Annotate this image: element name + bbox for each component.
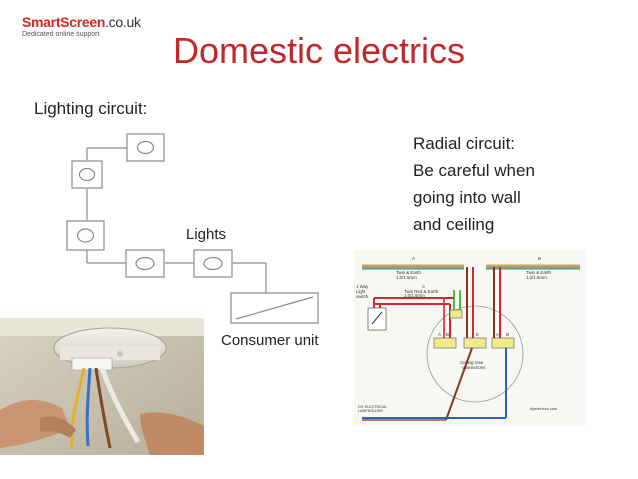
cable-b-label: Twin & Earth <box>526 270 551 275</box>
slide-title: Domestic electrics <box>172 30 466 71</box>
ceiling-rose-photo <box>0 318 204 455</box>
footer-left-1: DIY ELECTRICAL <box>358 405 387 409</box>
brand-tagline: Dedicated online support <box>22 31 100 38</box>
cable-b-size: 1.0/1.5mm <box>526 275 547 280</box>
terminal-block-icon <box>433 337 457 349</box>
terminal-letter: B <box>446 332 449 337</box>
terminal-block-icon <box>463 337 487 349</box>
note-line: and ceiling <box>413 215 495 234</box>
light-bulb-icon <box>136 140 155 155</box>
radial-circuit-note: Radial circuit: Be careful when going in… <box>413 130 535 238</box>
terminal-letter: A <box>496 332 499 337</box>
cable-a-label: Twin & Earth <box>396 270 421 275</box>
terminal-block-icon <box>491 337 515 349</box>
light-fitting <box>126 133 165 162</box>
note-line: going into wall <box>413 188 521 207</box>
note-line: Radial circuit: <box>413 134 516 153</box>
light-fitting <box>66 220 105 251</box>
light-fitting <box>125 249 165 278</box>
cable-a <box>362 264 464 270</box>
footer-right: diyelectrics.com <box>530 407 557 411</box>
consumer-unit-label: Consumer unit <box>221 332 319 349</box>
light-bulb-icon <box>203 256 223 271</box>
consumer-unit-diagonal <box>235 296 314 320</box>
terminal-letter: A <box>438 332 441 337</box>
earth-terminal-icon <box>449 309 463 319</box>
light-bulb-icon <box>78 167 96 182</box>
brand-name: SmartScreen <box>22 14 106 30</box>
cable-a-size: 1.0/1.5mm <box>396 275 417 280</box>
switch-label-3: switch <box>356 294 369 299</box>
terminal-letter: E <box>476 332 479 337</box>
lights-label: Lights <box>186 226 227 243</box>
cable-b <box>486 264 580 270</box>
terminal-letter: B <box>506 332 509 337</box>
section-heading: Lighting circuit: <box>34 99 148 118</box>
rose-label-1: Ceiling rose <box>460 360 484 365</box>
rose-label-2: connections <box>462 365 486 370</box>
switch-label-2: Light <box>356 289 366 294</box>
brand-logo: SmartScreen.co.uk Dedicated online suppo… <box>22 14 141 38</box>
footer-left-2: LAMPHOLDER <box>358 409 383 413</box>
note-line: Be careful when <box>413 161 535 180</box>
cable-c-label: Twin Red & Earth <box>404 289 439 294</box>
diagram-label-a: A <box>412 256 415 261</box>
light-bulb-icon <box>76 228 95 243</box>
cable-c-size: 1.0/1.5mm <box>404 293 425 298</box>
diagram-label-c: C <box>422 284 425 289</box>
ceiling-rose-wiring-diagram: A B C Twin & Earth 1.0/1.5mm Twin & Eart… <box>354 250 586 426</box>
light-bulb-icon <box>135 256 155 271</box>
light-fitting <box>71 160 103 189</box>
light-fitting <box>193 249 233 278</box>
diagram-label-b: B <box>538 256 541 261</box>
switch-label-1: 1 Way <box>356 284 369 289</box>
brand-domain: .co.uk <box>105 14 141 30</box>
light-switch-icon <box>367 307 387 331</box>
